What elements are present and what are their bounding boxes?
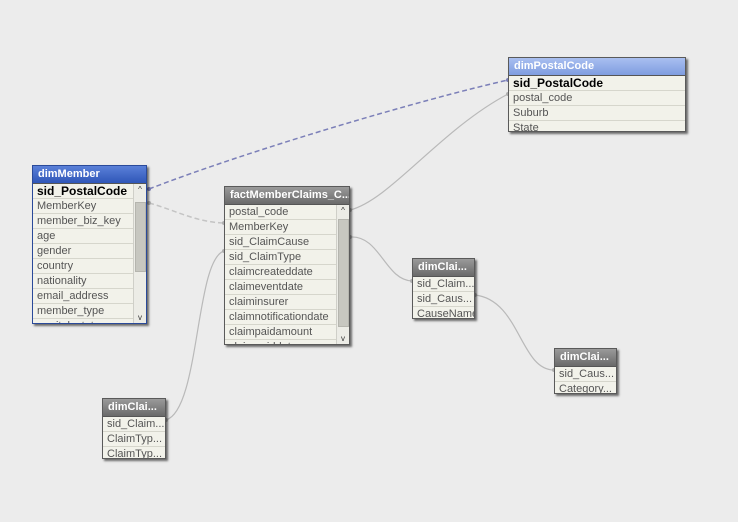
field-email-address[interactable]: email_address: [33, 289, 146, 304]
link-member-postalcode: [148, 79, 509, 190]
field-sid-cause[interactable]: sid_Caus...: [555, 367, 616, 382]
field-claimtype[interactable]: ClaimTyp...: [103, 432, 165, 447]
field-claimeventdate[interactable]: claimeventdate: [225, 280, 349, 295]
field-list: sid_PostalCode MemberKey member_biz_key …: [33, 184, 146, 323]
field-claiminsurer[interactable]: claiminsurer: [225, 295, 349, 310]
field-nationality[interactable]: nationality: [33, 274, 146, 289]
field-sid-claimcause[interactable]: sid_ClaimCause: [225, 235, 349, 250]
field-claimpaiddate[interactable]: claimpaiddate: [225, 340, 349, 344]
field-category[interactable]: Category...: [555, 382, 616, 393]
table-title[interactable]: dimClai...: [555, 349, 616, 367]
link-endpoint: [147, 201, 151, 205]
field-postal-code[interactable]: postal_code: [225, 205, 349, 220]
field-list: sid_Claim... sid_Caus... CauseName: [413, 277, 474, 318]
field-claimnotificationdate[interactable]: claimnotificationdate: [225, 310, 349, 325]
field-sid-claimtype[interactable]: sid_ClaimType: [225, 250, 349, 265]
field-country[interactable]: country: [33, 259, 146, 274]
field-claimtype[interactable]: ClaimTyp...: [103, 447, 165, 458]
table-title[interactable]: dimClai...: [103, 399, 165, 417]
scroll-thumb[interactable]: [338, 219, 349, 327]
table-dimclaimtype[interactable]: dimClai... sid_Claim... ClaimTyp... Clai…: [102, 398, 166, 459]
scroll-up-icon[interactable]: ^: [138, 185, 142, 194]
field-sid-claim[interactable]: sid_Claim...: [103, 417, 165, 432]
field-member-type[interactable]: member_type: [33, 304, 146, 319]
link-fact-claimcause: [349, 236, 413, 282]
field-member-biz-key[interactable]: member_biz_key: [33, 214, 146, 229]
field-suburb[interactable]: Suburb: [509, 106, 685, 121]
field-sid-postalcode[interactable]: sid_PostalCode: [509, 76, 685, 91]
link-fact-postalcode: [349, 93, 509, 211]
field-sid-cause[interactable]: sid_Caus...: [413, 292, 474, 307]
link-member-fact: [148, 202, 225, 224]
table-dimpostalcode[interactable]: dimPostalCode sid_PostalCode postal_code…: [508, 57, 686, 132]
table-dimclaimcause[interactable]: dimClai... sid_Claim... sid_Caus... Caus…: [412, 258, 475, 319]
table-title[interactable]: factMemberClaims_C...: [225, 187, 349, 205]
table-dimmember[interactable]: dimMember sid_PostalCode MemberKey membe…: [32, 165, 147, 324]
field-sid-postalcode[interactable]: sid_PostalCode: [33, 184, 146, 199]
field-causename[interactable]: CauseName: [413, 307, 474, 318]
field-memberkey[interactable]: MemberKey: [33, 199, 146, 214]
field-age[interactable]: age: [33, 229, 146, 244]
table-title[interactable]: dimClai...: [413, 259, 474, 277]
field-list: postal_code MemberKey sid_ClaimCause sid…: [225, 205, 349, 344]
field-state[interactable]: State: [509, 121, 685, 131]
table-title[interactable]: dimMember: [33, 166, 146, 184]
field-postal-code[interactable]: postal_code: [509, 91, 685, 106]
scroll-thumb[interactable]: [135, 202, 146, 272]
table-dimclaimcategory[interactable]: dimClai... sid_Caus... Category...: [554, 348, 617, 394]
link-endpoint: [147, 187, 151, 191]
field-memberkey[interactable]: MemberKey: [225, 220, 349, 235]
link-claimcause-category: [474, 294, 555, 371]
field-sid-claim[interactable]: sid_Claim...: [413, 277, 474, 292]
scroll-down-icon[interactable]: v: [341, 334, 345, 343]
field-list: sid_Claim... ClaimTyp... ClaimTyp...: [103, 417, 165, 458]
scroll-down-icon[interactable]: v: [138, 313, 142, 322]
field-gender[interactable]: gender: [33, 244, 146, 259]
vertical-scrollbar[interactable]: ^ v: [133, 184, 146, 323]
scroll-up-icon[interactable]: ^: [341, 206, 345, 215]
table-title[interactable]: dimPostalCode: [509, 58, 685, 76]
table-factmemberclaims[interactable]: factMemberClaims_C... postal_code Member…: [224, 186, 350, 345]
field-marital-status[interactable]: marital_status: [33, 319, 146, 323]
link-fact-claimtype: [165, 250, 225, 421]
field-list: sid_PostalCode postal_code Suburb State: [509, 76, 685, 131]
field-claimcreateddate[interactable]: claimcreateddate: [225, 265, 349, 280]
field-list: sid_Caus... Category...: [555, 367, 616, 393]
field-claimpaidamount[interactable]: claimpaidamount: [225, 325, 349, 340]
vertical-scrollbar[interactable]: ^ v: [336, 205, 349, 344]
